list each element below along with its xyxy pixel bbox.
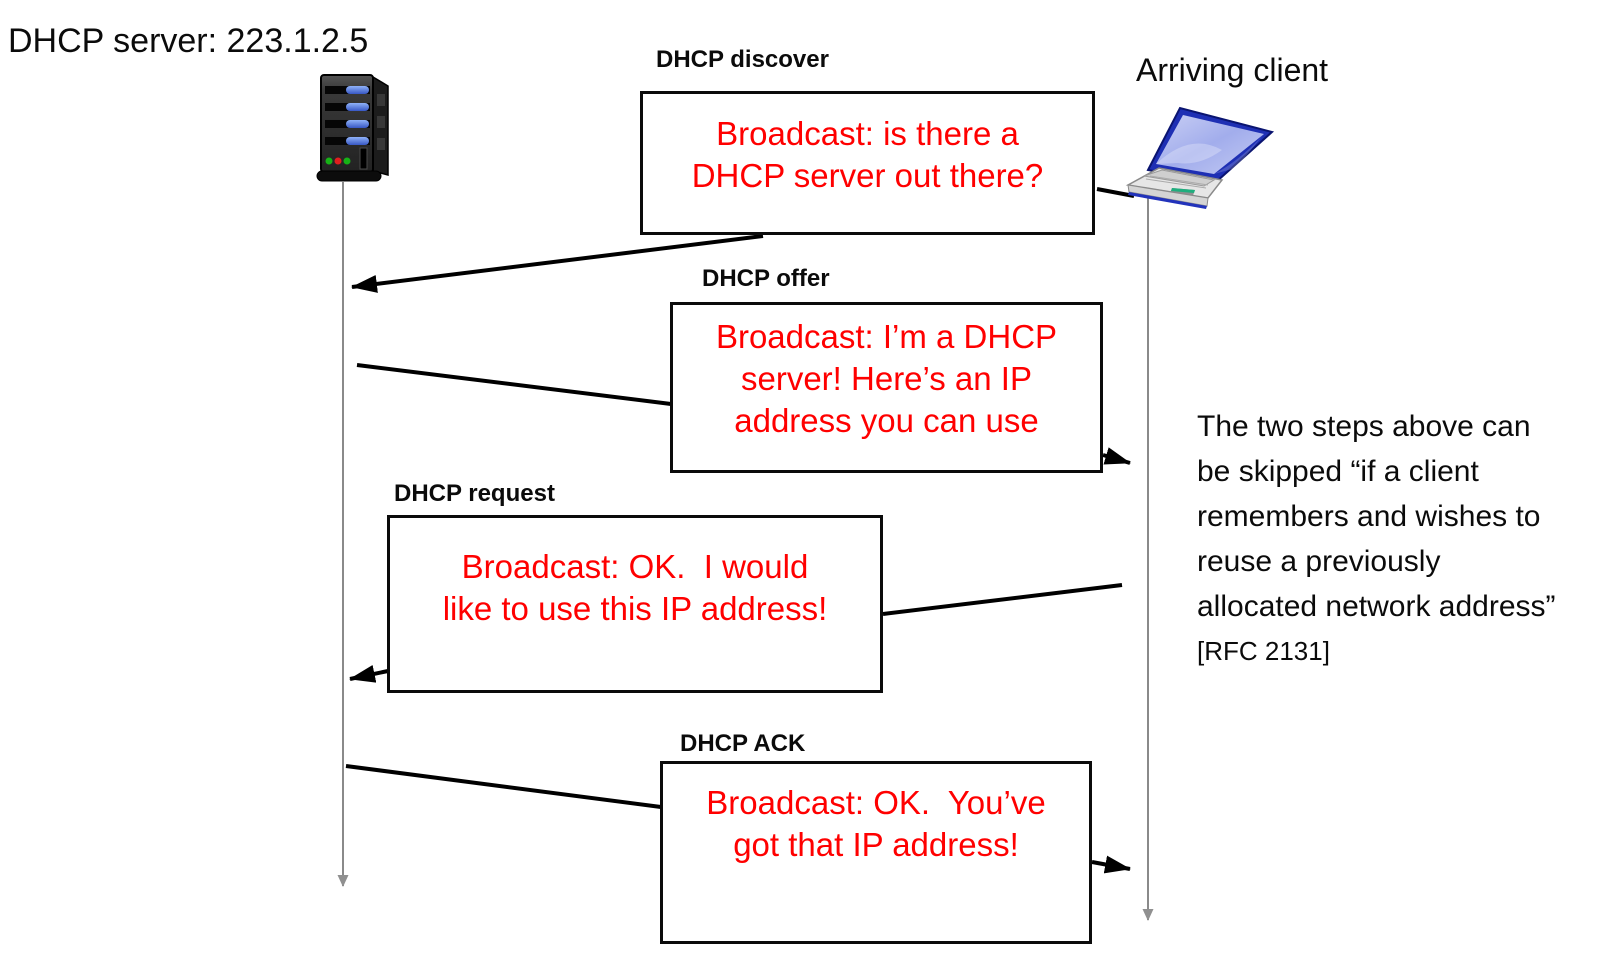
rfc-citation: [RFC 2131] (1197, 636, 1330, 666)
dhcp-ack-arrow (1091, 855, 1131, 874)
dhcp-request-connector (882, 583, 1123, 616)
message-text-line: like to use this IP address! (442, 590, 828, 627)
message-text-line: server! Here’s an IP (740, 360, 1032, 397)
message-text-line: address you can use (734, 402, 1039, 439)
message-text-line: DHCP server out there? (691, 157, 1044, 194)
server-label: DHCP server: 223.1.2.5 (8, 22, 369, 60)
message-text-line: Broadcast: OK. I would (461, 548, 809, 585)
server-icon (316, 74, 389, 182)
side-note-line: allocated network address” (1197, 590, 1556, 623)
message-text-line: Broadcast: is there a (716, 115, 1019, 152)
message-box-dhcp-ack: Broadcast: OK. You’ve got that IP addres… (660, 761, 1092, 944)
side-note-line: remembers and wishes to (1197, 500, 1541, 533)
side-note: The two steps above can be skipped “if a… (1197, 404, 1607, 674)
message-text-line: got that IP address! (733, 826, 1019, 863)
dhcp-offer-connector (356, 363, 672, 406)
message-box-dhcp-request: Broadcast: OK. I would like to use this … (387, 515, 883, 693)
message-box-dhcp-offer: Broadcast: I’m a DHCP server! Here’s an … (670, 302, 1103, 473)
dhcp-request-arrow (349, 665, 389, 683)
message-text-line: Broadcast: I’m a DHCP (715, 318, 1058, 355)
dhcp-discover-arrow (351, 234, 764, 293)
side-note-line: The two steps above can (1197, 410, 1531, 443)
message-label-dhcp-offer: DHCP offer (702, 265, 830, 292)
laptop-icon (1125, 106, 1275, 209)
message-label-dhcp-request: DHCP request (394, 480, 555, 507)
message-box-dhcp-discover: Broadcast: is there a DHCP server out th… (640, 91, 1095, 235)
dhcp-discover-connector (1096, 187, 1135, 198)
dhcp-ack-connector (345, 764, 662, 809)
side-note-line: reuse a previously (1197, 545, 1441, 578)
side-note-line: be skipped “if a client (1197, 455, 1479, 488)
dhcp-offer-arrow (1102, 447, 1131, 465)
client-label: Arriving client (1136, 52, 1329, 88)
message-label-dhcp-discover: DHCP discover (656, 46, 829, 73)
message-label-dhcp-ack: DHCP ACK (680, 730, 806, 757)
message-text-line: Broadcast: OK. You’ve (706, 784, 1046, 821)
